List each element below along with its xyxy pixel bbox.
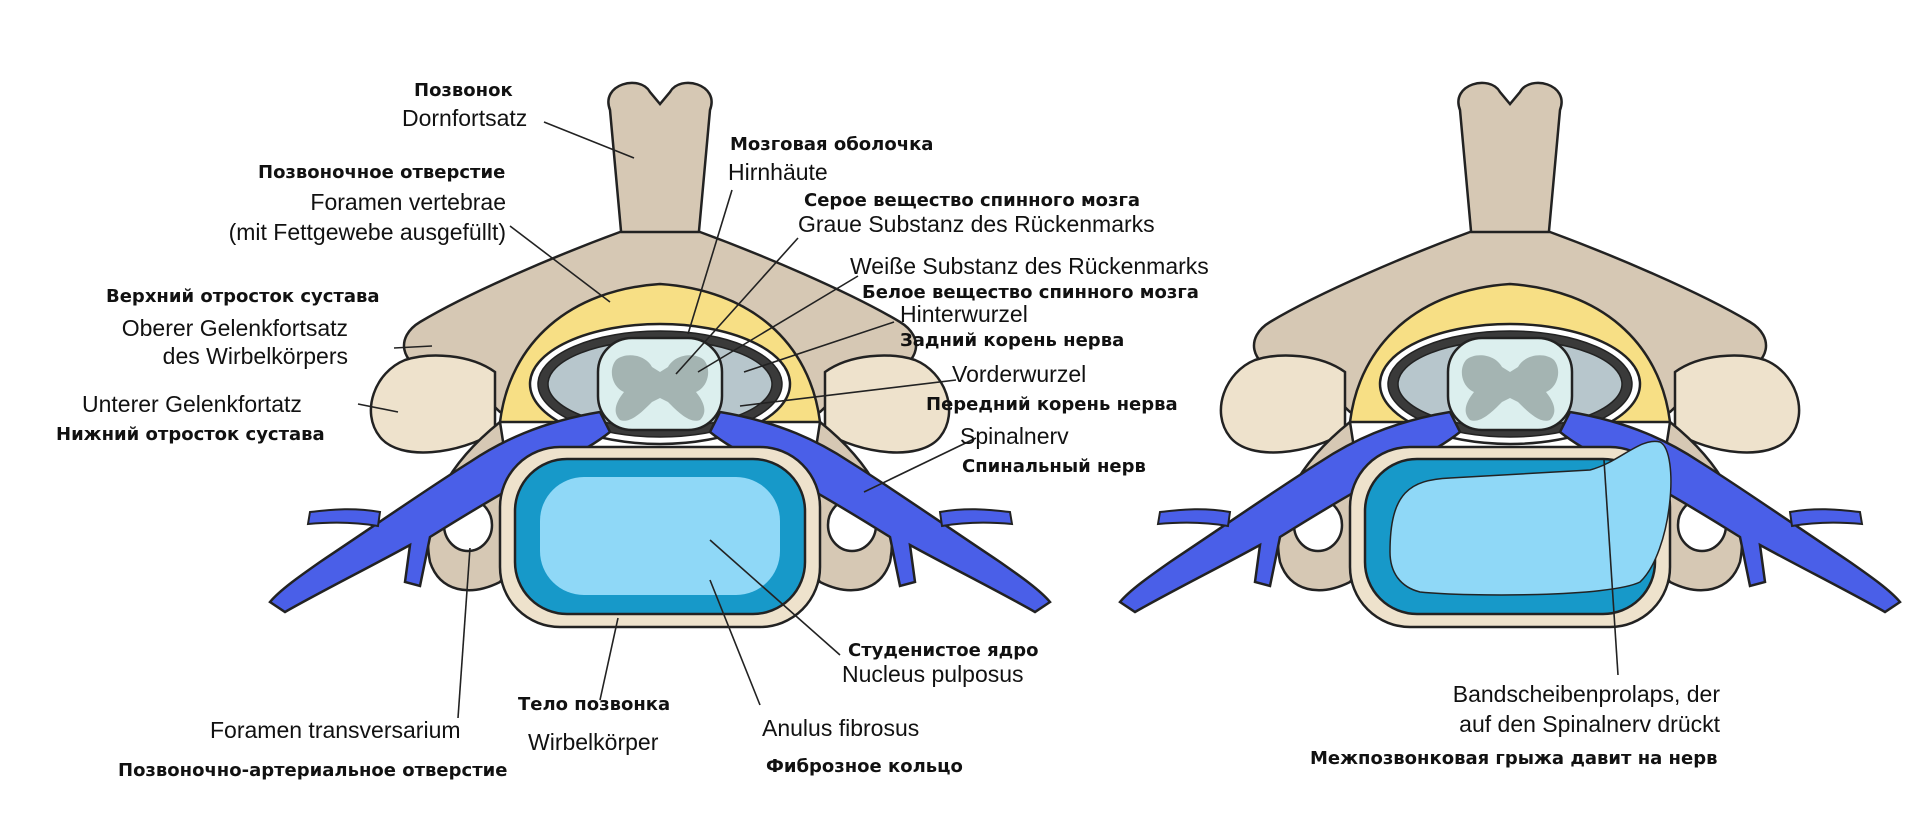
label-foramen-vertebrae-de2: (mit Fettgewebe ausgefüllt): [228, 219, 506, 245]
nucleus-pulposus: [540, 477, 780, 595]
label-prolapse-ru: Межпозвонковая грыжа давит на нерв: [1310, 748, 1718, 769]
label-nucleus-ru: Студенистое ядро: [848, 640, 1039, 661]
label-nucleus-de: Nucleus pulposus: [842, 661, 1024, 687]
label-transversarium-ru: Позвоночно-артериальное отверстие: [118, 760, 508, 781]
label-white-ru: Белое вещество спинного мозга: [862, 282, 1199, 303]
label-dornfortsatz: Dornfortsatz: [402, 105, 528, 131]
label-lower-process-ru: Нижний отросток сустава: [56, 424, 325, 445]
label-spinal-nerve-de: Spinalnerv: [960, 423, 1069, 449]
label-dorsal-root-de: Hinterwurzel: [900, 301, 1028, 327]
label-upper-process-ru: Верхний отросток сустава: [106, 286, 380, 307]
label-dorsal-root-ru: Задний корень нерва: [900, 330, 1125, 351]
label-foramen-vertebrae-ru: Позвоночное отверстие: [258, 162, 506, 183]
label-prolapse-de: Bandscheibenprolaps, der: [1452, 681, 1720, 707]
label-white-de: Weiße Substanz des Rückenmarks: [850, 253, 1209, 279]
label-ventral-root-de: Vorderwurzel: [952, 361, 1087, 387]
herniated-vertebra: [1118, 81, 1902, 629]
label-anulus-ru: Фиброзное кольцо: [766, 756, 963, 777]
label-upper-process-de: Oberer Gelenkfortsatz: [121, 315, 348, 341]
label-transversarium-de: Foramen transversarium: [210, 717, 461, 743]
label-meninges-de: Hirnhäute: [728, 159, 828, 185]
label-foramen-vertebrae-de: Foramen vertebrae: [310, 189, 506, 215]
label-vertebra-ru: Позвонок: [414, 80, 513, 101]
label-ventral-root-ru: Передний корень нерва: [926, 394, 1178, 415]
label-body-ru: Тело позвонка: [518, 694, 671, 715]
label-spinal-nerve-ru: Спинальный нерв: [962, 456, 1146, 477]
label-grey-ru: Серое вещество спинного мозга: [804, 190, 1141, 211]
label-prolapse-de2: auf den Spinalnerv drückt: [1459, 711, 1720, 737]
label-meninges-ru: Мозговая оболочка: [730, 134, 934, 155]
label-grey-de: Graue Substanz des Rückenmarks: [798, 211, 1155, 237]
label-body-de: Wirbelkörper: [528, 729, 659, 755]
normal-vertebra: [268, 81, 1052, 629]
label-lower-process-de: Unterer Gelenkfortatz: [82, 391, 302, 417]
disc-prolapse: [1389, 440, 1672, 596]
label-upper-process-de2: des Wirbelkörpers: [162, 343, 348, 369]
label-anulus-de: Anulus fibrosus: [762, 715, 920, 741]
leader-lines: [357, 121, 1619, 719]
